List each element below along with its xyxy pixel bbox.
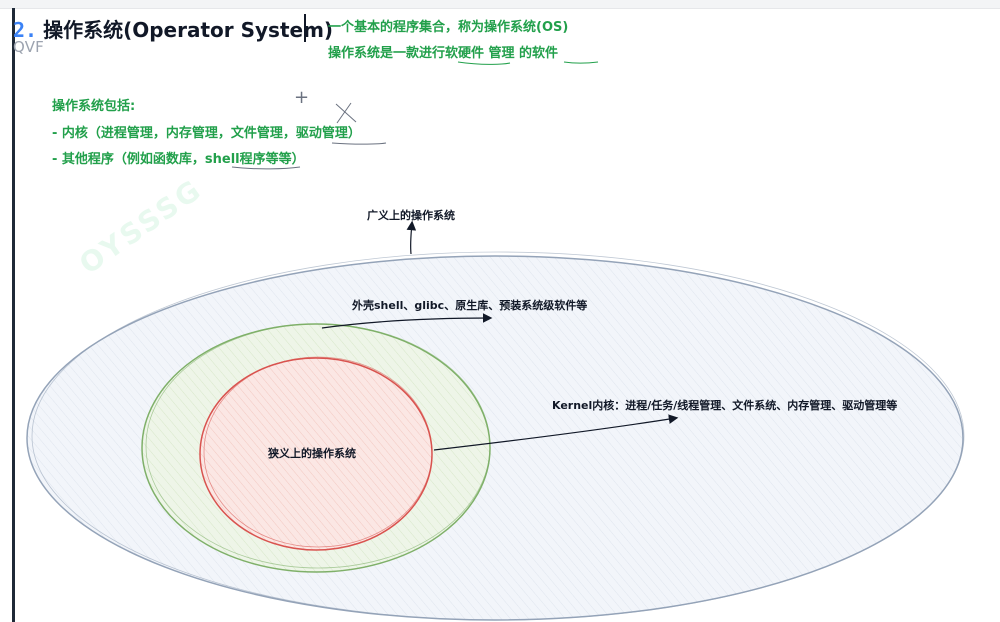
underline-accent-2 xyxy=(563,61,599,64)
sketch-cross-mark xyxy=(335,102,357,124)
outer-ellipse-sketch xyxy=(31,251,965,621)
underline-accent-3 xyxy=(231,166,301,170)
outer-label: 广义上的操作系统 xyxy=(367,208,455,222)
text-cursor xyxy=(304,14,306,42)
includes-item-kernel: - 内核（进程管理，内存管理，文件管理，驱动管理） xyxy=(52,126,361,141)
kernel-label: Kernel内核：进程/任务/线程管理、文件系统、内存管理、驱动管理等 xyxy=(552,398,897,412)
left-margin-rule xyxy=(12,8,15,622)
arrow-to-shell-label xyxy=(321,313,493,329)
middle-ellipse-sketch xyxy=(145,323,491,569)
shell-label: 外壳shell、glibc、原生库、预装系统级软件等 xyxy=(351,298,587,312)
inner-label: 狭义上的操作系统 xyxy=(267,446,356,460)
top-toolbar-strip xyxy=(0,0,1000,9)
underline-accent-1 xyxy=(457,61,511,65)
section-title-text: 操作系统(Operator System) xyxy=(43,18,334,42)
arrow-to-outer-label xyxy=(406,220,417,255)
plus-icon: + xyxy=(294,87,310,108)
includes-item-other: - 其他程序（例如函数库，shell程序等等） xyxy=(52,152,305,167)
section-title: 2. 操作系统(Operator System) xyxy=(13,14,333,44)
definition-line-1: 一个基本的程序集合，称为操作系统(OS) xyxy=(328,20,569,35)
inner-ellipse-sketch xyxy=(203,356,433,548)
underline-accent-4 xyxy=(331,142,387,145)
faded-text: QVF xyxy=(13,38,44,56)
definition-line-2: 操作系统是一款进行软硬件 管理 的软件 xyxy=(328,46,559,61)
includes-heading: 操作系统包括: xyxy=(52,99,136,114)
section-number: 2. xyxy=(13,18,38,42)
arrow-to-kernel-label xyxy=(433,414,679,451)
